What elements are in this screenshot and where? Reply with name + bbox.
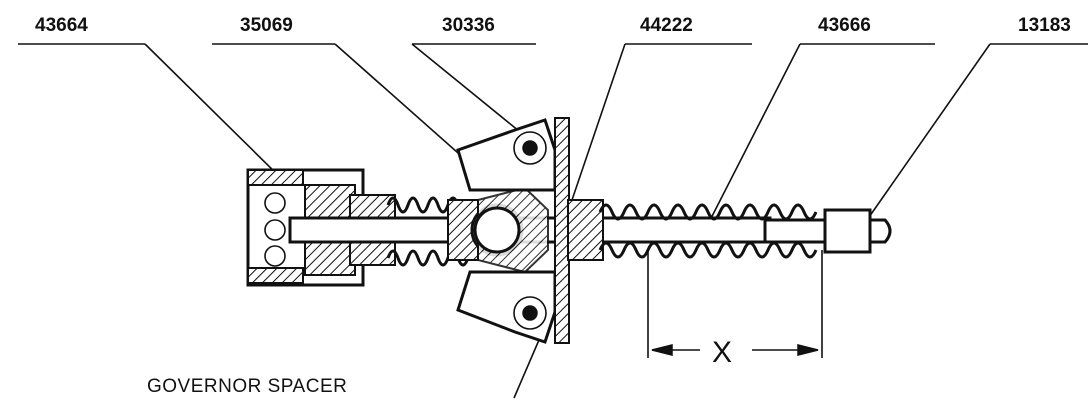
leader-lines xyxy=(144,43,991,399)
plate-hub xyxy=(567,199,604,261)
governor-weight-upper xyxy=(456,118,557,192)
dimension-label: X xyxy=(712,336,732,369)
part-label-6: 13183 xyxy=(1018,15,1071,36)
retainer-tip xyxy=(868,218,892,244)
governor-spacer-caption: GOVERNOR SPACER xyxy=(147,376,347,397)
governor-weight-lower xyxy=(456,270,557,344)
spring-retainer xyxy=(823,208,872,254)
part-label-4: 44222 xyxy=(640,15,693,36)
part-label-5: 43666 xyxy=(818,15,871,36)
part-label-1: 43664 xyxy=(35,15,88,36)
dimension-x xyxy=(647,250,823,358)
ball xyxy=(473,206,521,254)
spring-coil-end xyxy=(763,218,827,244)
end-housing xyxy=(246,168,396,287)
right-spring xyxy=(598,203,818,259)
carrier-plate xyxy=(554,117,570,344)
part-label-3: 30336 xyxy=(442,15,495,36)
part-label-2: 35069 xyxy=(240,15,293,36)
